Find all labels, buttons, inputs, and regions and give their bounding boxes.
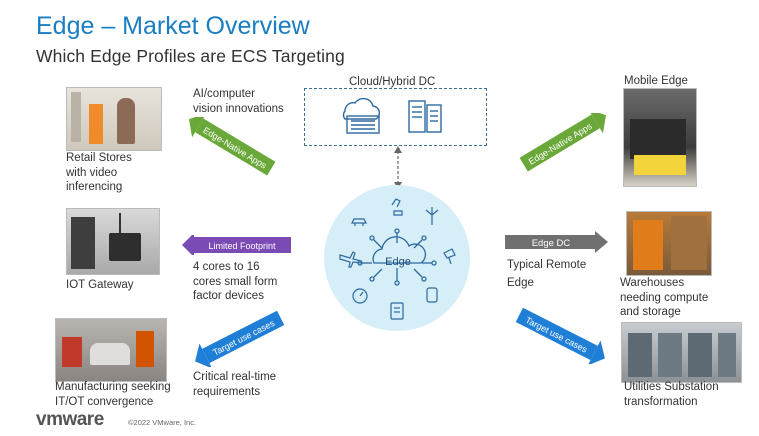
manufacturing-photo: [55, 318, 167, 382]
cloud-label: Cloud/Hybrid DC: [349, 76, 436, 88]
tablet-icon: [390, 302, 404, 320]
camera-icon: [443, 248, 456, 265]
hub-label: Edge: [385, 256, 411, 268]
edge-native-apps-right-arrow: Edge-Native Apps: [519, 113, 607, 172]
datacenter-icons: [342, 97, 442, 134]
target-use-cases-left-arrow: Target use cases: [195, 310, 285, 367]
warehouse-photo: [626, 211, 712, 276]
iot-gateway-photo: [66, 208, 160, 275]
arrow-label: Edge-Native Apps: [201, 125, 268, 171]
edge-hub: Edge: [324, 185, 470, 331]
vmware-logo: vmware: [36, 409, 104, 430]
iot-caption: IOT Gateway: [66, 279, 134, 291]
arrow-label: Target use cases: [211, 318, 277, 358]
page-subtitle: Which Edge Profiles are ECS Targeting: [36, 46, 345, 66]
arrow-label: Edge-Native Apps: [527, 121, 594, 167]
airplane-icon: [339, 251, 362, 268]
copyright: ©2022 VMware, Inc.: [128, 418, 197, 427]
arrow-label: Edge DC: [532, 238, 571, 249]
edge-dc-arrow: Edge DC: [505, 231, 608, 253]
robot-arm-icon: [391, 198, 403, 216]
edge-native-apps-left-arrow: Edge-Native Apps: [188, 117, 276, 176]
cloud-building-icon: [342, 97, 381, 134]
edge-cloud-icon: [372, 236, 427, 264]
cloud-dc-box: [304, 88, 487, 146]
car-icon: [351, 218, 367, 226]
mobile-edge-photo: [623, 88, 697, 187]
arrow-label: Target use cases: [524, 315, 590, 355]
gauge-icon: [352, 288, 368, 304]
watch-icon: [426, 287, 438, 303]
utilities-substation-photo: [621, 322, 742, 383]
page-title: Edge – Market Overview: [36, 12, 310, 40]
wind-turbine-icon: [425, 207, 439, 225]
mobile-caption: Mobile Edge: [624, 75, 688, 87]
retail-store-photo: [66, 87, 162, 151]
arrow-label: Limited Footprint: [208, 241, 276, 251]
server-rack-icon: [408, 100, 442, 133]
target-use-cases-right-arrow: Target use cases: [515, 307, 605, 364]
limited-footprint-arrow: Limited Footprint: [182, 235, 291, 255]
